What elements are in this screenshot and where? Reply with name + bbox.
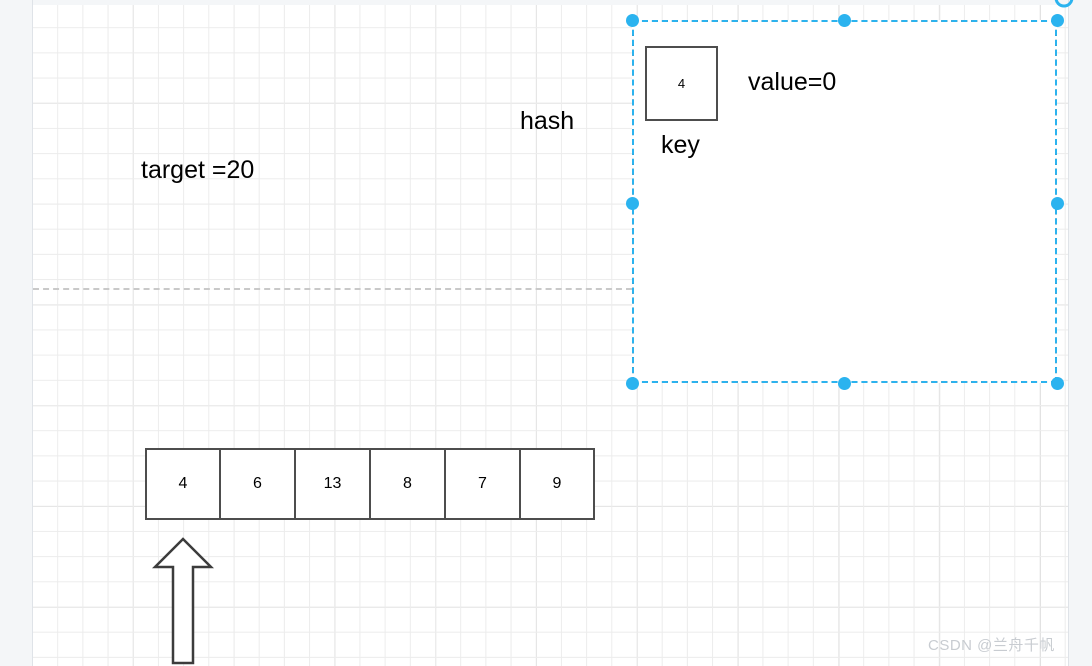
key-box[interactable]: 4 bbox=[645, 46, 718, 121]
label-hash[interactable]: hash bbox=[520, 107, 575, 135]
array-cell[interactable]: 4 bbox=[145, 448, 220, 520]
array-shape[interactable]: 4 6 13 8 7 9 bbox=[145, 448, 595, 520]
handle-bottom-right[interactable] bbox=[1050, 376, 1064, 390]
rotate-handle-icon[interactable] bbox=[1053, 0, 1075, 16]
array-cell[interactable]: 8 bbox=[370, 448, 445, 520]
label-target[interactable]: target =20 bbox=[141, 156, 255, 184]
top-gutter bbox=[0, 0, 1092, 5]
array-cell[interactable]: 9 bbox=[520, 448, 595, 520]
array-cell[interactable]: 6 bbox=[220, 448, 295, 520]
array-cell[interactable]: 7 bbox=[445, 448, 520, 520]
handle-bottom-left[interactable] bbox=[625, 376, 639, 390]
handle-middle-right[interactable] bbox=[1050, 196, 1064, 210]
handle-top-center[interactable] bbox=[837, 13, 851, 27]
left-gutter bbox=[0, 0, 33, 666]
watermark: CSDN @兰舟千帆 bbox=[928, 637, 1055, 654]
handle-top-right[interactable] bbox=[1050, 13, 1064, 27]
handle-top-left[interactable] bbox=[625, 13, 639, 27]
array-cell[interactable]: 13 bbox=[295, 448, 370, 520]
key-box-value: 4 bbox=[677, 76, 686, 91]
horizontal-snap-guide bbox=[33, 288, 632, 290]
handle-middle-left[interactable] bbox=[625, 196, 639, 210]
up-arrow-icon[interactable] bbox=[152, 536, 214, 666]
label-value[interactable]: value=0 bbox=[748, 68, 837, 96]
label-key[interactable]: key bbox=[661, 131, 700, 159]
right-gutter bbox=[1068, 0, 1092, 666]
handle-bottom-center[interactable] bbox=[837, 376, 851, 390]
